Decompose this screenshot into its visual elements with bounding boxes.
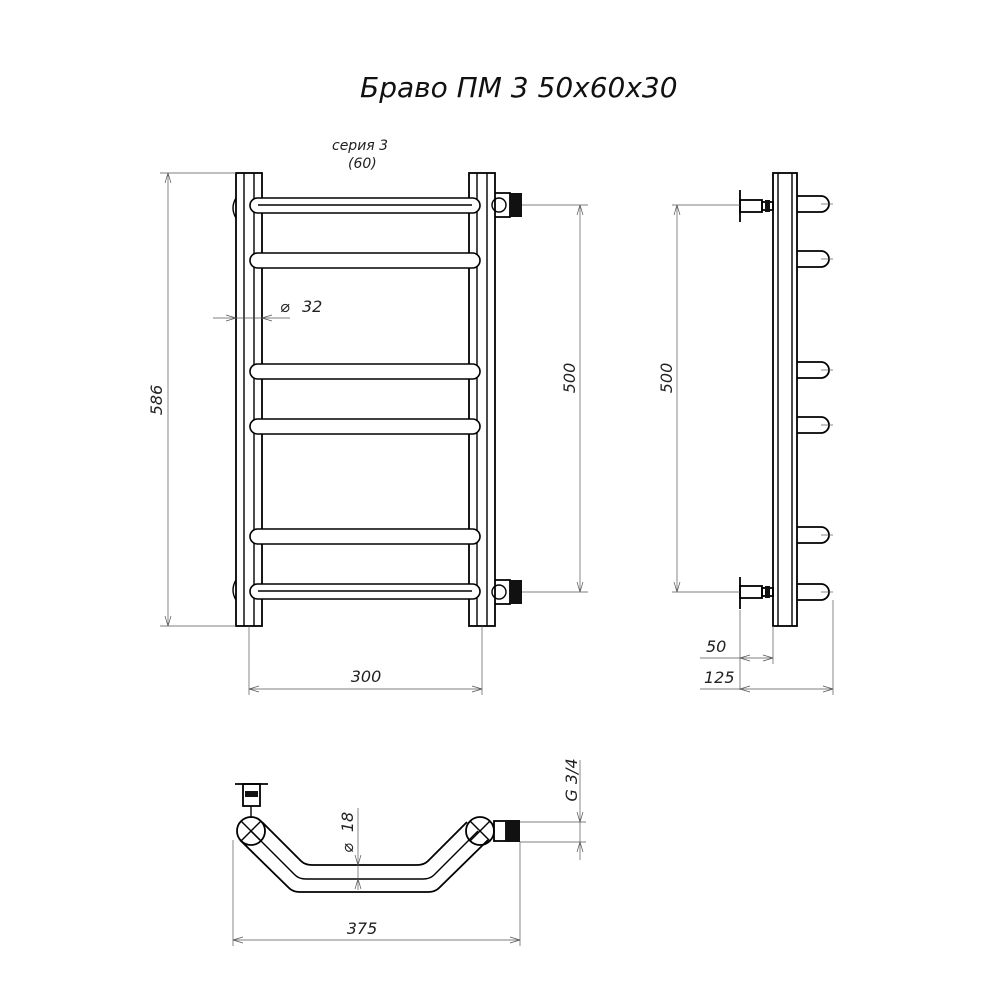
rung-4 <box>249 418 481 435</box>
series-sublabel: (60) <box>348 156 377 172</box>
front-fitting-top <box>491 192 522 218</box>
wall-offset-label: 50 <box>706 637 726 656</box>
side-center-distance-label: 500 <box>657 363 676 394</box>
width-dimension: 300 <box>248 626 483 695</box>
front-view: серия 3 (60) <box>147 138 588 695</box>
rung-diameter-dimension: ⌀ 18 <box>338 808 362 890</box>
rung-diameter-symbol: ⌀ <box>338 843 357 853</box>
side-rung-stubs <box>797 195 833 601</box>
top-width-dimension: 375 <box>232 840 521 946</box>
height-dimension: 586 <box>147 172 236 627</box>
right-vertical-tube <box>468 172 496 627</box>
front-rungs <box>249 197 481 600</box>
side-view: 500 50 125 <box>657 172 834 695</box>
rung-diameter-label: 18 <box>338 812 357 832</box>
top-tube-left <box>236 816 266 846</box>
thread-dim-label: G 3/4 <box>562 758 581 801</box>
side-wall-fitting-top <box>739 190 774 222</box>
center-distance-dimension: 500 <box>522 204 588 593</box>
height-dim-label: 586 <box>147 385 166 416</box>
top-bent-rung <box>239 821 489 893</box>
rung-3 <box>249 363 481 380</box>
front-fitting-bottom <box>491 579 522 605</box>
top-wall-fitting <box>235 783 268 818</box>
total-depth-label: 125 <box>704 668 735 687</box>
rung-5 <box>249 528 481 545</box>
top-width-label: 375 <box>347 919 378 938</box>
thread-dimension: G 3/4 <box>520 758 586 860</box>
tube-diameter-dimension: ⌀ 32 <box>213 297 322 322</box>
width-dim-label: 300 <box>351 667 382 686</box>
drawing-title: Браво ПМ 3 50x60x30 <box>360 71 678 104</box>
side-center-distance-dimension: 500 <box>657 204 740 593</box>
side-vertical-tube <box>772 172 798 627</box>
top-tube-right <box>465 816 520 846</box>
wall-offset-dimension: 50 <box>700 610 774 690</box>
side-wall-fitting-bottom <box>739 577 774 609</box>
tube-diameter-label: 32 <box>302 297 322 316</box>
total-depth-dimension: 125 <box>700 600 834 695</box>
diameter-symbol: ⌀ <box>280 297 290 316</box>
rung-2 <box>249 252 481 269</box>
series-label: серия 3 <box>332 138 388 154</box>
left-vertical-tube <box>232 172 263 627</box>
top-view: G 3/4 ⌀ 18 375 <box>232 758 586 946</box>
center-distance-label: 500 <box>560 363 579 394</box>
